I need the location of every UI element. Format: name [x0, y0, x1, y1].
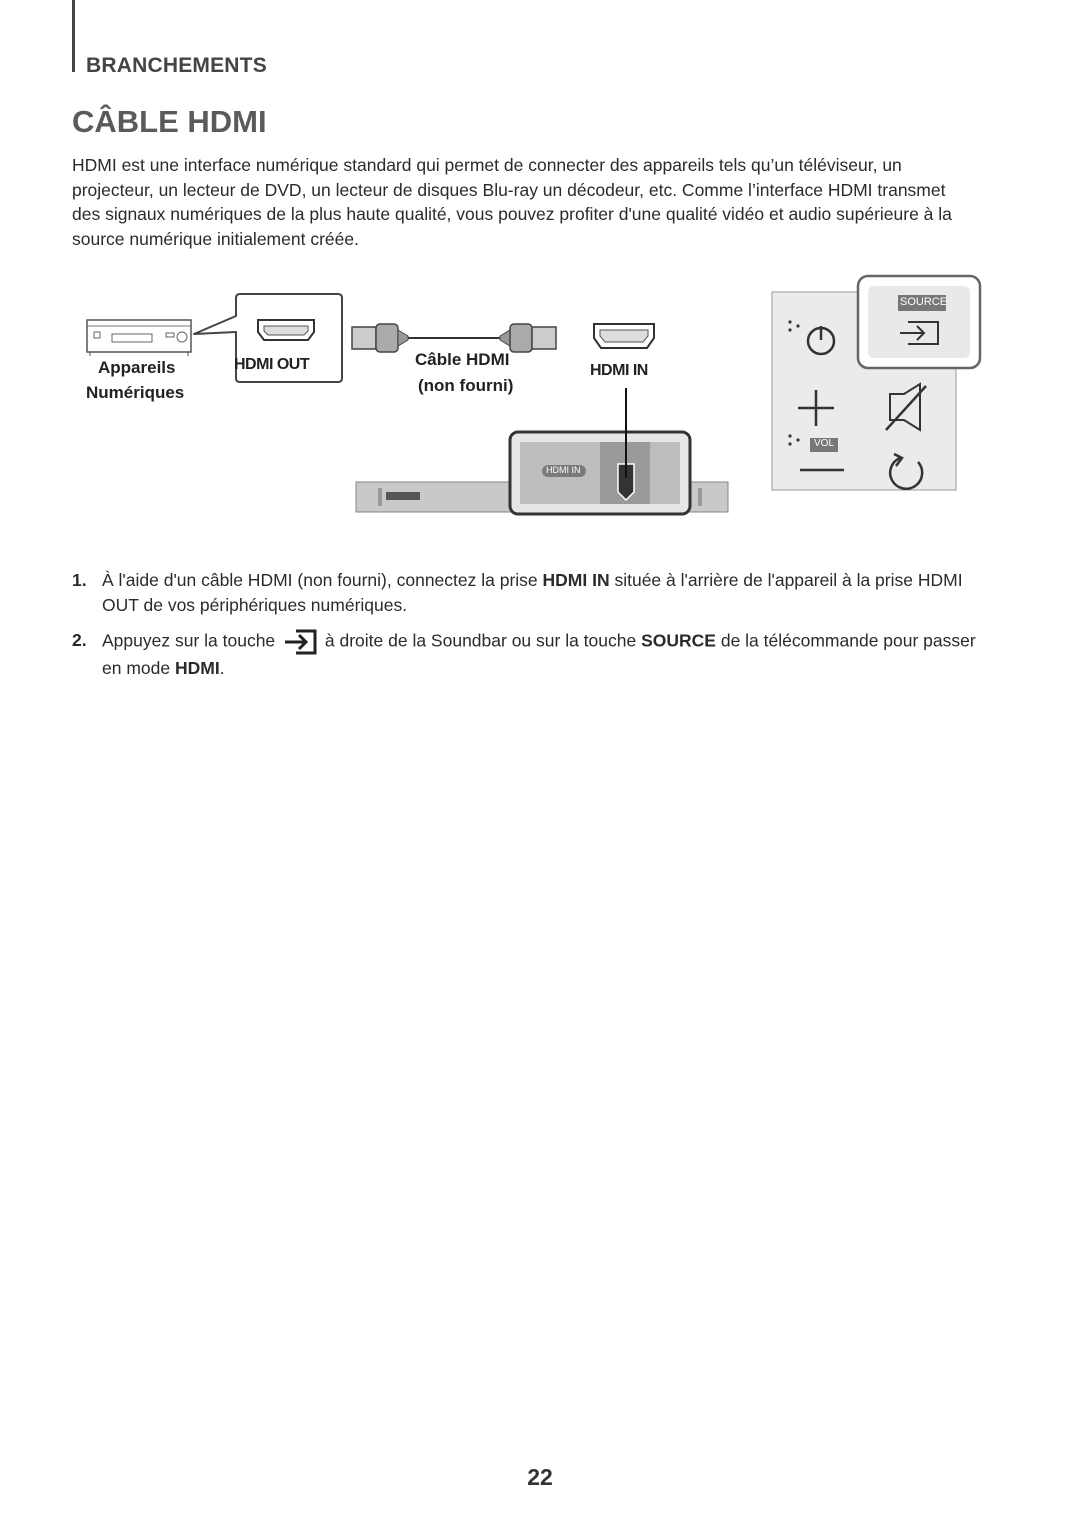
- section-label: BRANCHEMENTS: [86, 54, 267, 77]
- hdmi-in-port-label: HDMI IN: [546, 465, 581, 475]
- device-label-line2: Numériques: [86, 383, 185, 402]
- device-label-line1: Appareils: [98, 358, 176, 377]
- soundbar-side-panel-icon: [771, 274, 982, 491]
- step-number: 2.: [72, 630, 87, 650]
- soundbar-rear-icon: [355, 388, 729, 516]
- step-item: 1. À l'aide d'un câble HDMI (non fourni)…: [72, 568, 992, 618]
- step-text: Appuyez sur la touche: [102, 630, 281, 651]
- cable-label-line2: (non fourni): [418, 376, 514, 395]
- section-marker-bar: [72, 0, 75, 72]
- step-text: située à l'arrière de l'appareil à la pr…: [102, 570, 963, 615]
- connection-diagram: Appareils Numériques HDMI OUT Câble HDMI…: [72, 270, 992, 525]
- step-item: 2. Appuyez sur la touche à droite de la …: [72, 628, 992, 681]
- vol-label: VOL: [814, 438, 835, 449]
- step-bold-text: SOURCE: [641, 630, 716, 651]
- page-number: 22: [527, 1464, 553, 1490]
- hdmi-cable-icon: [351, 323, 557, 353]
- step-text: À l'aide d'un câble HDMI (non fourni), c…: [102, 570, 543, 590]
- source-button-label: SOURCE: [900, 296, 948, 308]
- digital-device-icon: [86, 319, 192, 356]
- intro-paragraph: HDMI est une interface numérique standar…: [72, 155, 952, 249]
- source-input-icon: [285, 629, 317, 655]
- step-bold-text: HDMI: [174, 658, 220, 678]
- step-text: de la télécommande pour passer en mode: [102, 630, 976, 678]
- instruction-steps: 1. À l'aide d'un câble HDMI (non fourni)…: [72, 568, 992, 691]
- hdmi-out-callout: [193, 293, 343, 383]
- step-number: 1.: [72, 570, 87, 590]
- diagram-illustration: [86, 274, 982, 516]
- hdmi-in-port-icon: [593, 323, 655, 349]
- step-text: .: [219, 658, 225, 678]
- step-text: à droite de la Soundbar ou sur la touche: [320, 630, 642, 651]
- hdmi-in-label: HDMI IN: [590, 362, 648, 379]
- page-title: CÂBLE HDMI: [72, 104, 267, 139]
- cable-label-line1: Câble HDMI: [415, 350, 510, 369]
- hdmi-out-label: HDMI OUT: [234, 356, 310, 373]
- step-bold-text: HDMI IN: [542, 570, 610, 590]
